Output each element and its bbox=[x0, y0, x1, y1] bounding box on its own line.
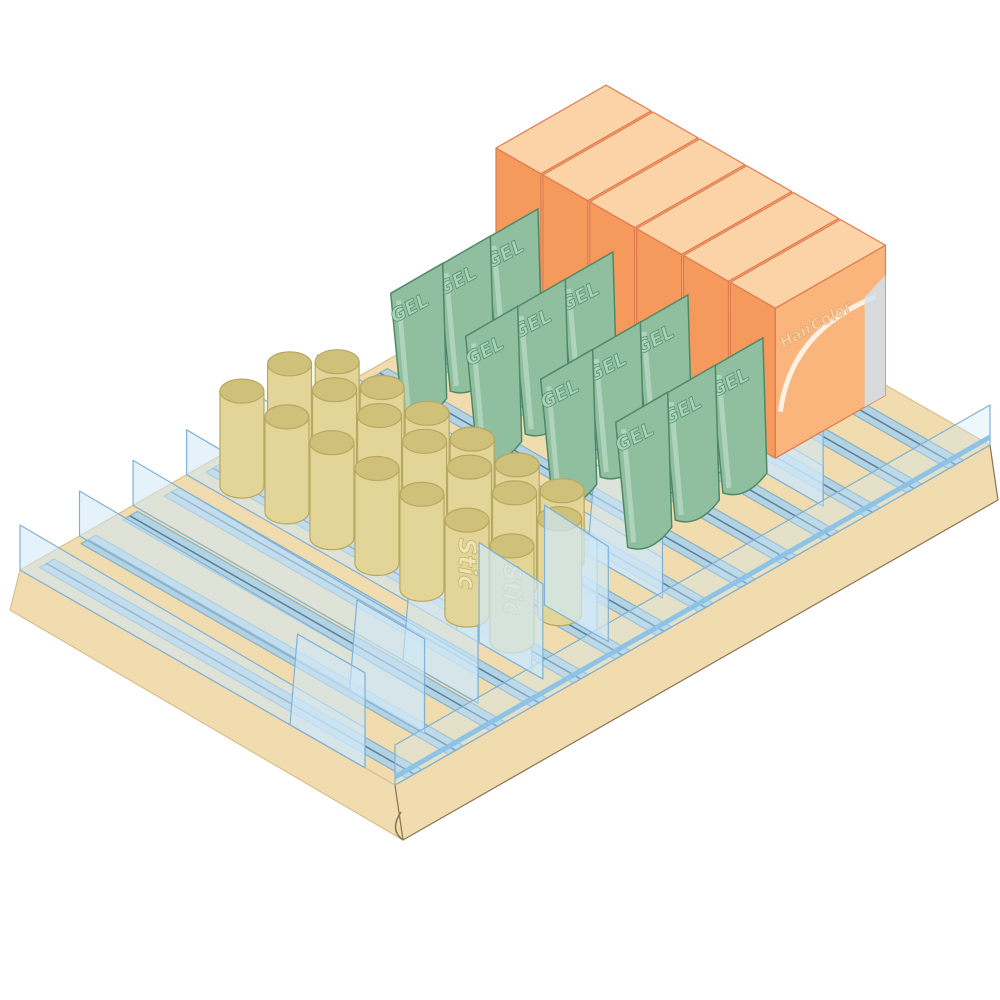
stick-body bbox=[264, 416, 310, 525]
box-top bbox=[682, 192, 840, 282]
gel-tube-highlight bbox=[621, 429, 637, 543]
stick-cap bbox=[359, 374, 405, 401]
stick-body bbox=[354, 467, 400, 577]
gel-tube-highlight bbox=[396, 300, 412, 414]
stick-cap bbox=[489, 533, 535, 559]
stick-cap bbox=[314, 349, 360, 375]
box-top bbox=[589, 138, 746, 229]
stick-product bbox=[264, 404, 310, 525]
gel-tube: GEL bbox=[536, 348, 598, 507]
box-window bbox=[864, 275, 886, 408]
gel-tube: GEL bbox=[386, 262, 448, 421]
gel-tube-highlight bbox=[716, 374, 732, 489]
lane-divider bbox=[19, 524, 366, 769]
gel-tube-highlight bbox=[518, 315, 534, 430]
stick-cap bbox=[401, 428, 448, 454]
stick-cap bbox=[311, 377, 358, 403]
front-fence-rail bbox=[393, 434, 992, 780]
stick-cap bbox=[491, 480, 538, 506]
stick-cap bbox=[264, 404, 310, 430]
gel-tube-highlight bbox=[443, 272, 459, 387]
box-top bbox=[636, 165, 793, 256]
stick-cap bbox=[404, 400, 450, 426]
front-divider-tab bbox=[543, 504, 609, 643]
stick-cap bbox=[219, 378, 265, 404]
stick-product bbox=[309, 430, 355, 551]
box-top bbox=[495, 84, 652, 175]
gel-tube-highlight bbox=[593, 358, 609, 473]
gel-tube-highlight bbox=[668, 401, 684, 516]
stick-cap bbox=[356, 402, 403, 429]
stick-cap bbox=[354, 455, 400, 482]
stick-product bbox=[354, 455, 400, 577]
box-top bbox=[729, 218, 887, 309]
stick-cap bbox=[446, 454, 493, 480]
front-divider-tab bbox=[478, 541, 544, 680]
stick-label: Stic bbox=[453, 538, 481, 589]
shelf-lip-curl bbox=[394, 811, 404, 841]
stick-cap bbox=[539, 478, 585, 504]
divider-front-tab bbox=[289, 633, 366, 769]
stick-body bbox=[309, 442, 355, 551]
stick-product bbox=[219, 378, 265, 499]
pusher-track bbox=[129, 515, 498, 728]
front-glass-fence bbox=[393, 404, 992, 786]
box-top bbox=[542, 111, 699, 202]
box-swoosh bbox=[777, 294, 877, 413]
divider-front-tab bbox=[348, 599, 426, 735]
stick-cap bbox=[266, 351, 313, 377]
stick-body bbox=[219, 390, 265, 499]
gel-tube: GEL bbox=[611, 391, 673, 550]
stick-cap bbox=[444, 507, 490, 533]
stick-cap bbox=[449, 426, 495, 452]
stick-cap bbox=[399, 481, 445, 507]
stick-body bbox=[399, 493, 445, 602]
stick-product bbox=[399, 481, 445, 602]
stick-cap bbox=[309, 430, 355, 456]
stick-cap bbox=[494, 452, 540, 478]
